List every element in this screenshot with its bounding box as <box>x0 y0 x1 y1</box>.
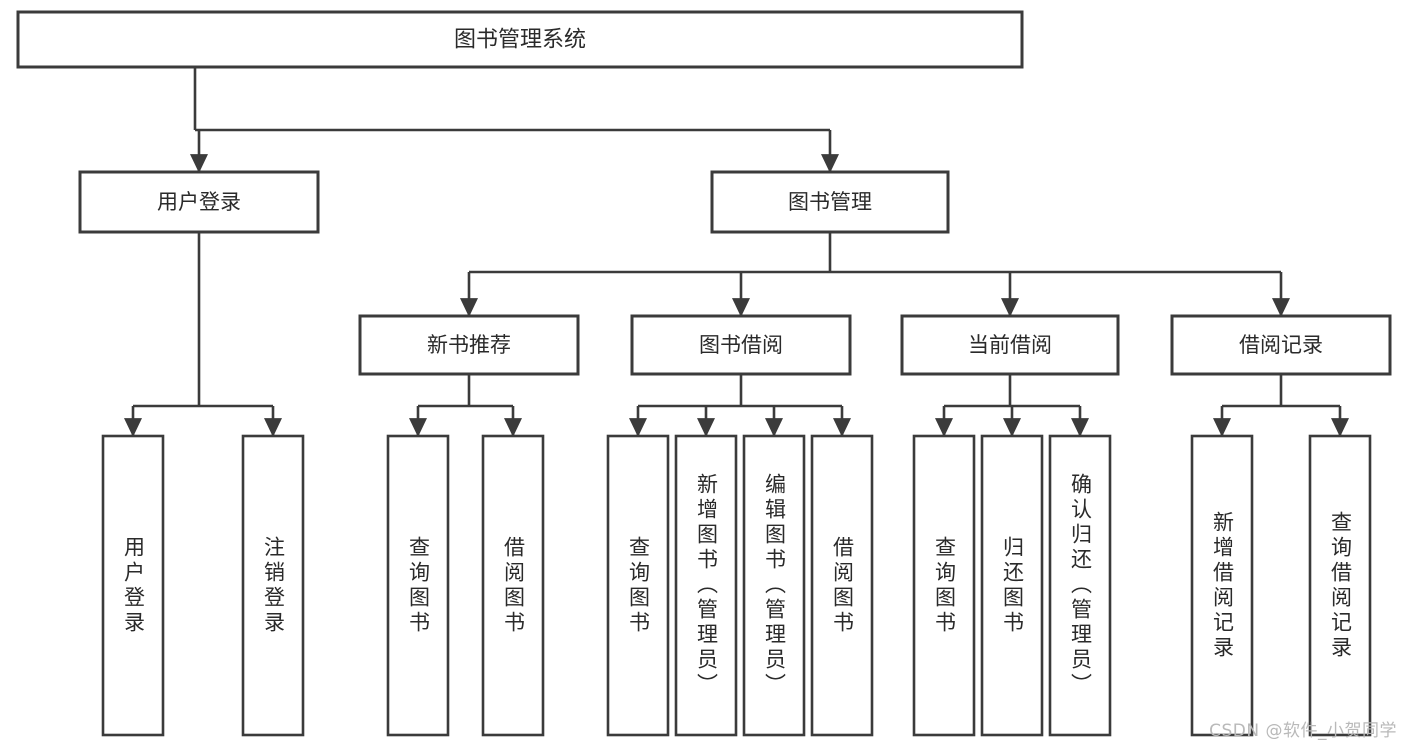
node-box-user-login[interactable] <box>78 170 320 234</box>
node-box-leaf-add-borrow-record[interactable] <box>1190 434 1254 737</box>
node-label-user-login: 用户登录 <box>157 190 241 214</box>
arrow-head-icon <box>190 154 208 173</box>
arrow-head-icon <box>264 418 282 437</box>
node-box-leaf-query-book-borrow[interactable] <box>606 434 670 737</box>
node-box-book-manage[interactable] <box>710 170 950 234</box>
arrow-head-icon <box>1003 418 1021 437</box>
node-box-leaf-edit-book-admin[interactable] <box>742 434 806 737</box>
node-box-leaf-return-book[interactable] <box>980 434 1044 737</box>
node-box-leaf-borrow-book[interactable] <box>810 434 874 737</box>
node-box-borrow-record[interactable] <box>1170 314 1392 376</box>
arrow-head-icon <box>821 154 839 173</box>
node-box-leaf-query-book-current[interactable] <box>912 434 976 737</box>
arrow-head-icon <box>504 418 522 437</box>
arrow-head-icon <box>1001 298 1019 317</box>
arrow-head-icon <box>765 418 783 437</box>
arrow-head-icon <box>124 418 142 437</box>
arrow-head-icon <box>935 418 953 437</box>
node-box-book-borrow[interactable] <box>630 314 852 376</box>
arrow-head-icon <box>833 418 851 437</box>
node-box-new-book-recommend[interactable] <box>358 314 580 376</box>
arrow-head-icon <box>1331 418 1349 437</box>
arrow-head-icon <box>732 298 750 317</box>
node-box-current-borrow[interactable] <box>900 314 1120 376</box>
node-label-borrow-record: 借阅记录 <box>1239 333 1323 357</box>
node-label-new-book-recommend: 新书推荐 <box>427 333 511 357</box>
node-box-leaf-user-login[interactable] <box>101 434 165 737</box>
connector-layer <box>124 67 1349 437</box>
node-box-leaf-query-book-rec[interactable] <box>386 434 450 737</box>
node-label-book-borrow: 图书借阅 <box>699 333 783 357</box>
arrow-head-icon <box>460 298 478 317</box>
arrow-head-icon <box>629 418 647 437</box>
node-label-book-manage: 图书管理 <box>788 190 872 214</box>
arrow-head-icon <box>697 418 715 437</box>
node-box-leaf-user-logout[interactable] <box>241 434 305 737</box>
node-label-current-borrow: 当前借阅 <box>968 333 1052 357</box>
arrow-head-icon <box>409 418 427 437</box>
node-box-leaf-add-book-admin[interactable] <box>674 434 738 737</box>
node-box-leaf-confirm-return-admin[interactable] <box>1048 434 1112 737</box>
node-box-leaf-borrow-book-rec[interactable] <box>481 434 545 737</box>
box-layer <box>16 10 1392 737</box>
node-label-root: 图书管理系统 <box>454 28 586 53</box>
node-box-root[interactable] <box>16 10 1024 69</box>
arrow-head-icon <box>1071 418 1089 437</box>
arrow-head-icon <box>1213 418 1231 437</box>
arrow-head-icon <box>1272 298 1290 317</box>
node-box-leaf-query-borrow-record[interactable] <box>1308 434 1372 737</box>
